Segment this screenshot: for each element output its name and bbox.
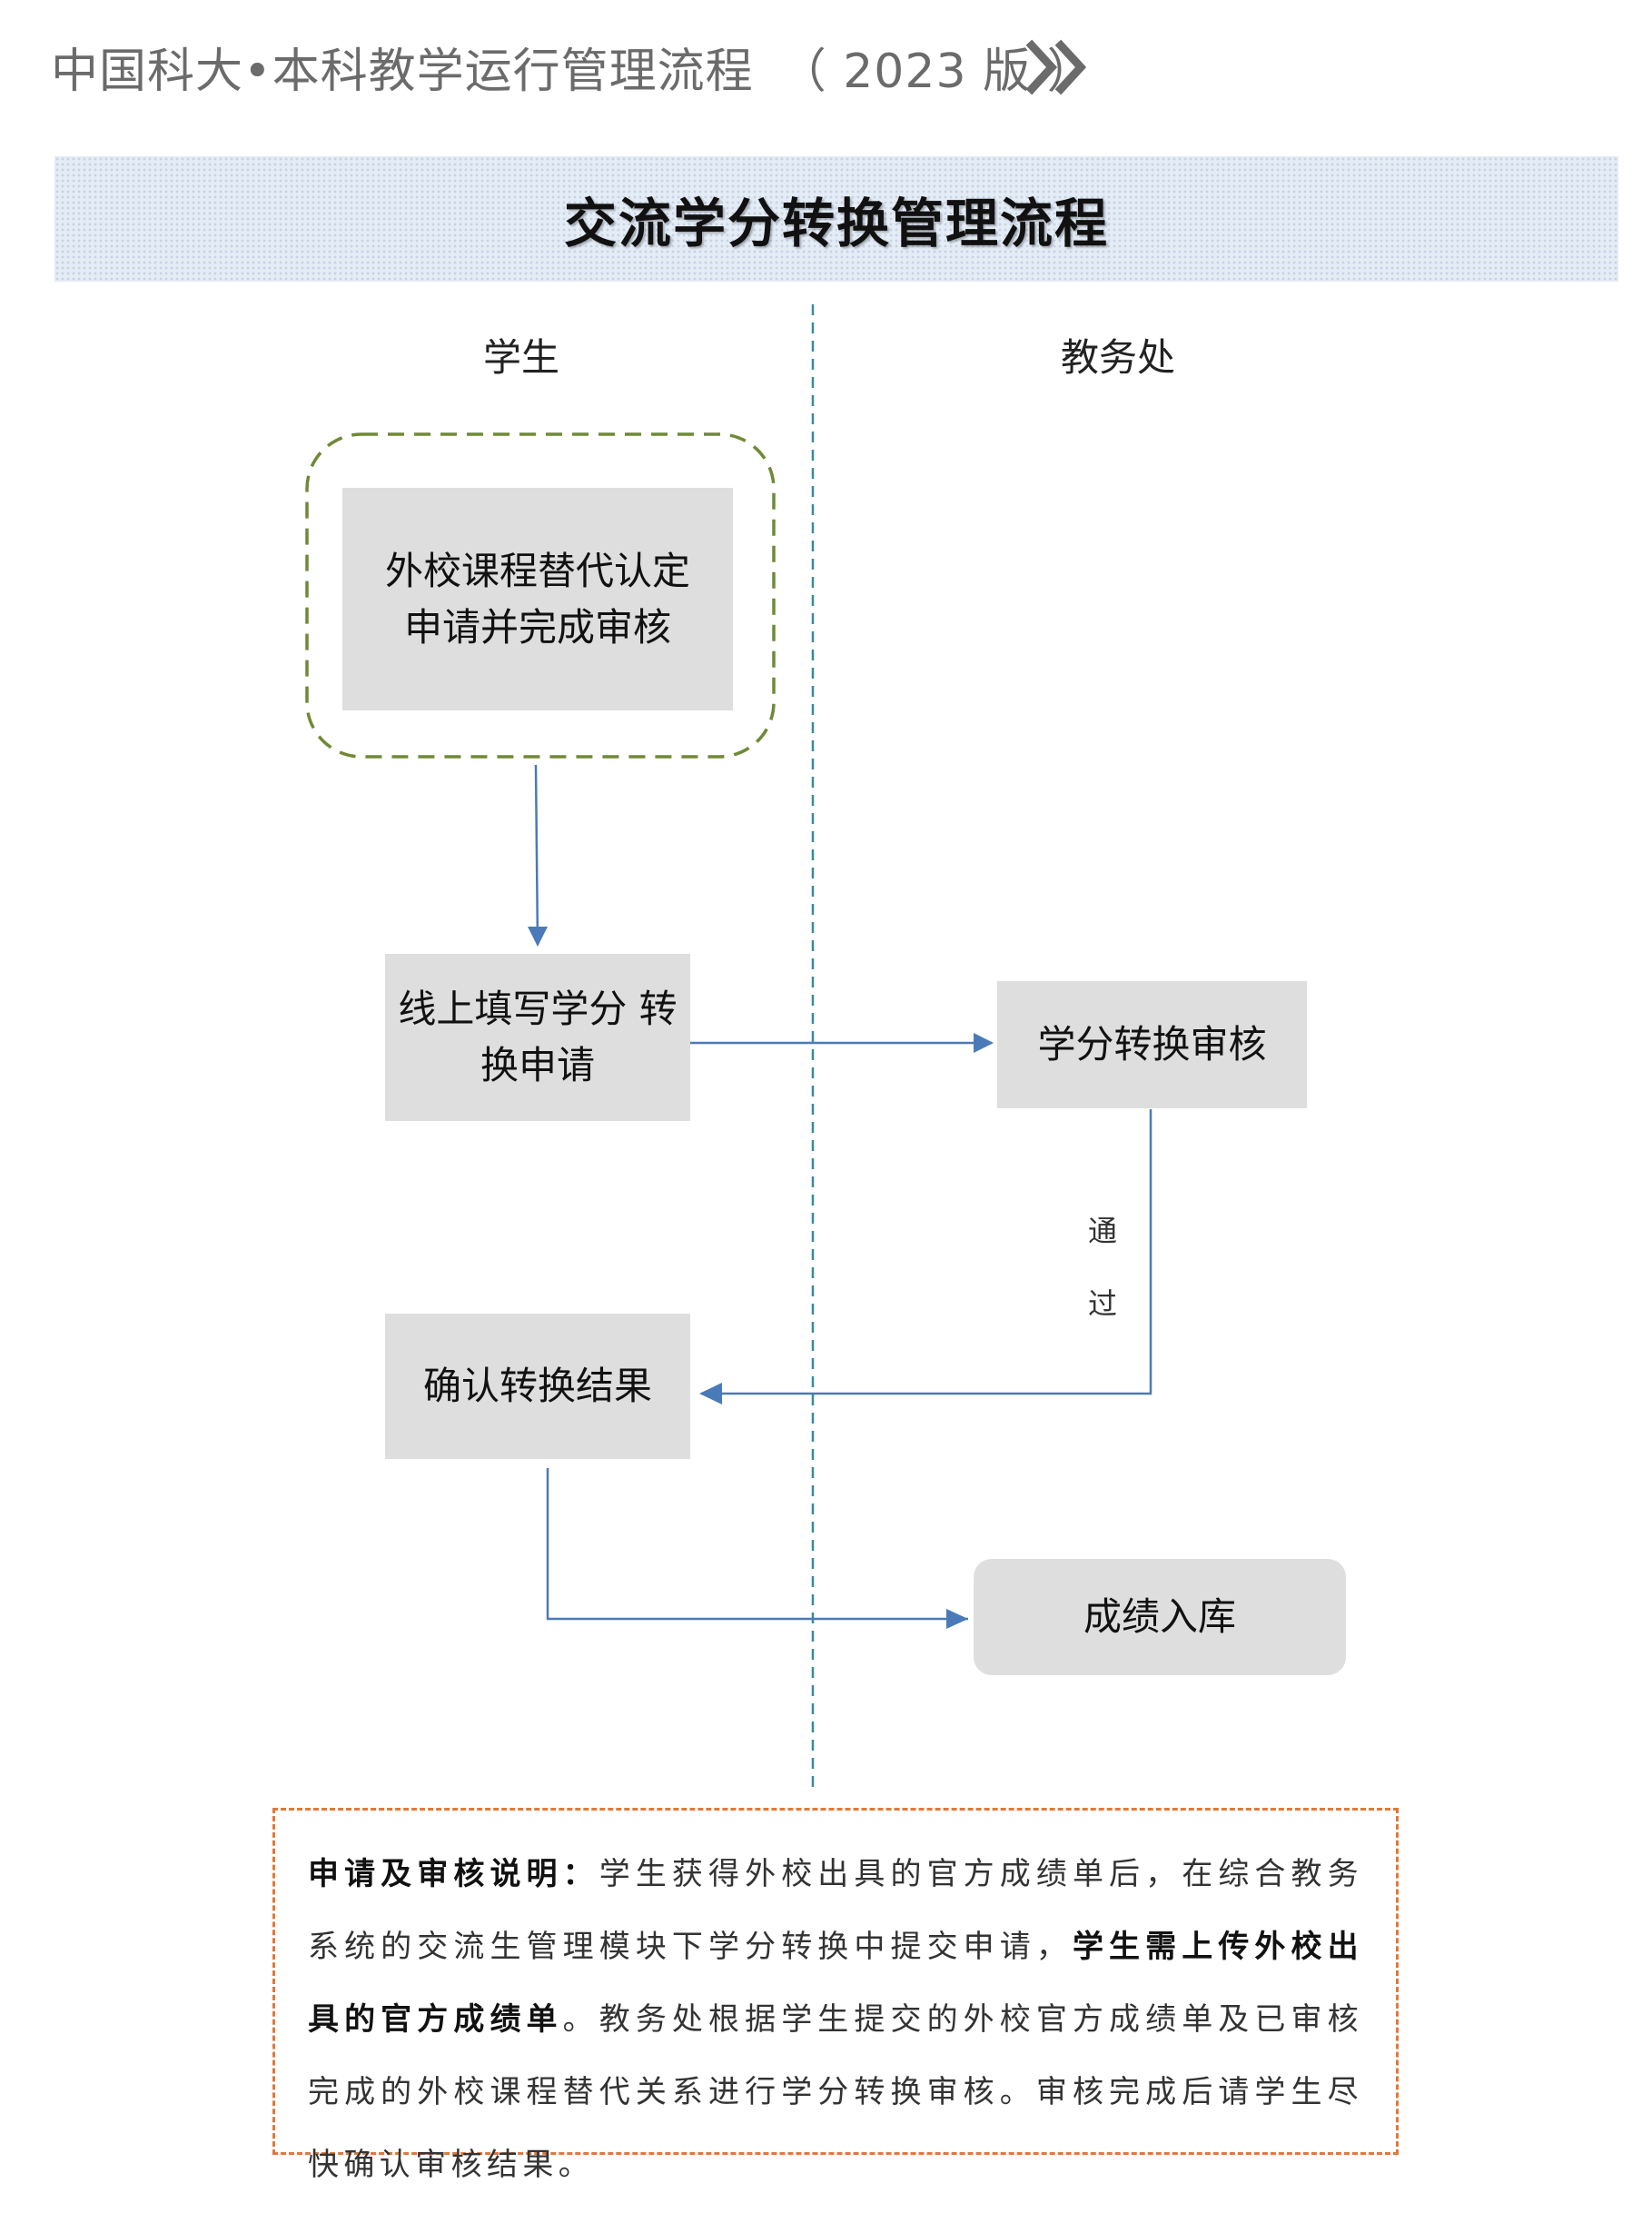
edge-confirm-to-record (546, 1468, 968, 1621)
arrowhead-right-record (946, 1609, 968, 1629)
node-course-recognition: 外校课程替代认定 申请并完成审核 (342, 488, 733, 710)
double-chevron-right-icon (1025, 39, 1087, 95)
node-online-application-line1: 线上填写学分 转 (398, 987, 678, 1031)
explanation-note-text: 申请及审核说明：学生获得外校出具的官方成绩单后，在综合教务系统的交流生管理模块下… (308, 1838, 1363, 2201)
node-grade-record: 成绩入库 (974, 1559, 1346, 1675)
arrowhead-left-confirm (699, 1383, 722, 1404)
prerequisite-group-outline (305, 432, 776, 759)
node-online-application-line2: 换申请 (480, 1043, 595, 1087)
note-heading: 申请及审核说明： (308, 1856, 599, 1892)
edge-review-to-confirm (701, 1109, 1152, 1395)
banner-title: 交流学分转换管理流程 (563, 193, 1109, 254)
node-course-recognition-line2: 申请并完成审核 (403, 604, 671, 650)
arrowhead-down (528, 927, 548, 947)
arrowhead-right-review (974, 1033, 994, 1053)
node-course-recognition-line1: 外校课程替代认定 (384, 548, 690, 593)
node-credit-review: 学分转换审核 (997, 981, 1307, 1108)
banner: 交流学分转换管理流程 (54, 156, 1618, 282)
edge-recognition-to-apply (534, 764, 539, 946)
lane-header-academic-affairs: 教务处 (1061, 335, 1176, 380)
note-bold: 学生需上传外校出具的官方成绩单 (308, 1929, 1364, 2038)
edge-label-pass-1: 通 (1088, 1214, 1118, 1248)
header-title-text: 中国科大•本科教学运行管理流程 (51, 45, 754, 99)
edge-label-pass-2: 过 (1088, 1286, 1118, 1321)
explanation-note: 申请及审核说明：学生获得外校出具的官方成绩单后，在综合教务系统的交流生管理模块下… (272, 1808, 1399, 2183)
note-part1: 学生获得外校出具的官方成绩单后，在综合教务系统的交流生管理模块下学分转换中提交申… (308, 1856, 1363, 1965)
note-part2: 。教务处根据学生提交的外校官方成绩单及已审核完成的外校课程替代关系进行学分转换审… (308, 2001, 1363, 2183)
node-online-application: 线上填写学分 转 换申请 (385, 954, 690, 1121)
lane-header-student: 学生 (483, 335, 560, 380)
node-confirm-result: 确认转换结果 (385, 1314, 690, 1459)
